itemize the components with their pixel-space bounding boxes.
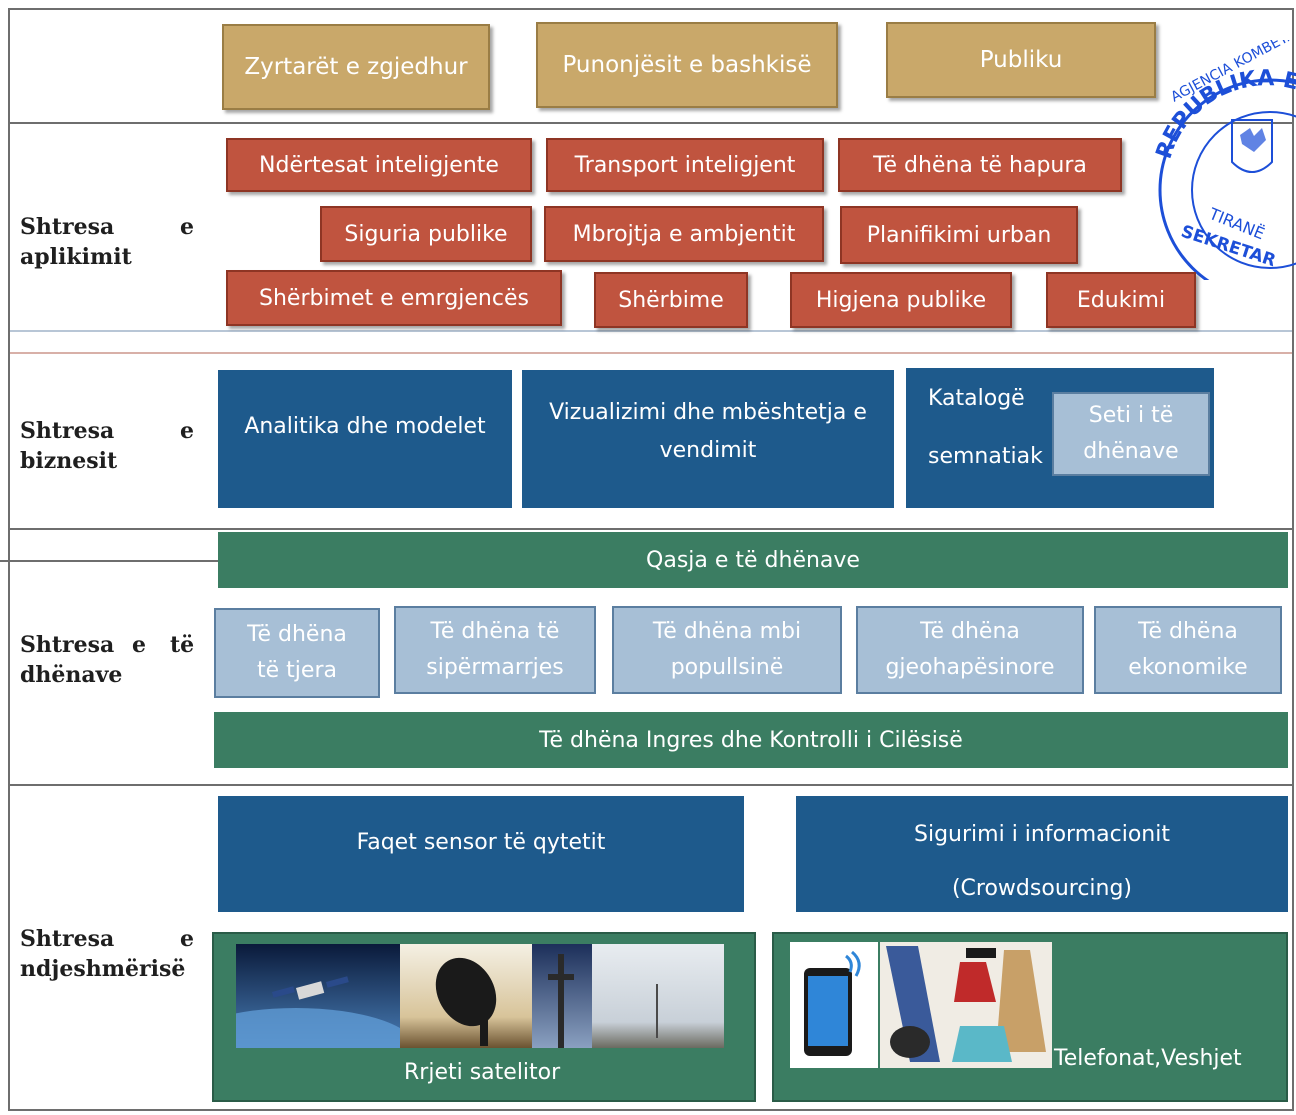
antenna-tower-icon: [558, 954, 564, 1048]
dataset-line-1: Seti i të: [1088, 403, 1174, 428]
satellite-photo-strip: [236, 944, 724, 1048]
visualization-line-1: Vizualizimi dhe mbështetja e: [549, 400, 867, 425]
radio-mast-icon: [656, 984, 658, 1038]
skirt-icon: [996, 950, 1046, 1052]
sensing-city-sensors: Faqet sensor të qytetit: [218, 796, 744, 912]
layer-divider-2: [8, 330, 1294, 332]
layer-divider-3: [8, 352, 1294, 354]
official-stamp: REPUBLIKA E AGJENCIA KOMBËTARE E TERR TI…: [1152, 40, 1296, 280]
sensing-satellite-network: Rrjeti satelitor: [212, 932, 756, 1102]
frame-top-border: [8, 8, 1294, 10]
top-icon: [952, 1026, 1012, 1062]
stakeholder-municipal-employees: Punonjësit e bashkisë: [536, 22, 838, 108]
stakeholder-public: Publiku: [886, 22, 1156, 98]
app-urban-planning: Planifikimi urban: [840, 206, 1078, 264]
satellite-icon: [296, 981, 325, 1000]
frame-right-border: [1292, 8, 1294, 1111]
visualization-line-2: vendimit: [659, 438, 757, 463]
svg-text:REPUBLIKA E: REPUBLIKA E: [1152, 66, 1296, 162]
frame-left-border: [8, 8, 10, 1111]
app-public-safety: Siguria publike: [320, 206, 532, 262]
devices-photo-strip: [790, 942, 1052, 1068]
crowd-line-2: (Crowdsourcing): [951, 876, 1133, 901]
sensing-crowdsourcing: Sigurimi i informacionit (Crowdsourcing): [796, 796, 1288, 912]
app-open-data: Të dhëna të hapura: [838, 138, 1122, 192]
app-environment-protection: Mbrojtja e ambjentit: [544, 206, 824, 262]
stamp-top-text: REPUBLIKA E: [1152, 66, 1296, 162]
catalog-label-2: semnatiak: [928, 444, 1043, 469]
frame-bottom-border: [8, 1109, 1294, 1111]
data-access-bar: Qasja e të dhënave: [218, 532, 1288, 588]
crowd-line-1: Sigurimi i informacionit: [914, 822, 1170, 847]
app-services: Shërbime: [594, 272, 748, 328]
bag-icon: [890, 1026, 930, 1058]
business-visualization: Vizualizimi dhe mbështetja e vendimit: [522, 370, 894, 508]
phones-wearables-label: Telefonat,Veshjet: [1054, 1046, 1242, 1071]
app-smart-buildings: Ndërtesat inteligjente: [226, 138, 532, 192]
layer-label-application: Shtresa e aplikimit: [20, 214, 194, 270]
business-semantic-catalog: Katalogë semnatiak Seti i të dhënave: [906, 368, 1214, 508]
catalog-label-1: Katalogë: [928, 386, 1025, 411]
app-public-hygiene: Higjena publike: [790, 272, 1012, 328]
layer-label-sensing: Shtresa e ndjeshmërisë: [20, 926, 194, 982]
satellite-network-label: Rrjeti satelitor: [404, 1060, 561, 1085]
layer-label-data: Shtresa e të dhënave: [20, 632, 195, 688]
app-smart-transport: Transport inteligjent: [546, 138, 824, 192]
stamp-eagle-icon: [1240, 128, 1266, 152]
stamp-shield-icon: [1231, 119, 1273, 173]
data-ingress-quality-bar: Të dhëna Ingres dhe Kontrolli i Cilësisë: [214, 712, 1288, 768]
stakeholder-elected-officials: Zyrtarët e zgjedhur: [222, 24, 490, 110]
dataset-box: Seti i të dhënave: [1052, 392, 1210, 476]
dataset-line-2: dhënave: [1083, 439, 1179, 464]
layer-label-business: Shtresa e biznesit: [20, 418, 194, 474]
access-left-tick: [0, 560, 222, 562]
wireless-signal-icon: [845, 950, 861, 977]
sensing-phones-wearables: Telefonat,Veshjet: [772, 932, 1288, 1102]
layer-divider-1: [8, 122, 1294, 124]
layer-divider-4: [8, 528, 1294, 530]
app-emergency-services: Shërbimet e emrgjencës: [226, 270, 562, 326]
layer-divider-5: [8, 784, 1294, 786]
business-analytics-models: Analitika dhe modelet: [218, 370, 512, 508]
sunglasses-icon: [966, 948, 996, 958]
app-education: Edukimi: [1046, 272, 1196, 328]
shirt-icon: [954, 962, 996, 1002]
